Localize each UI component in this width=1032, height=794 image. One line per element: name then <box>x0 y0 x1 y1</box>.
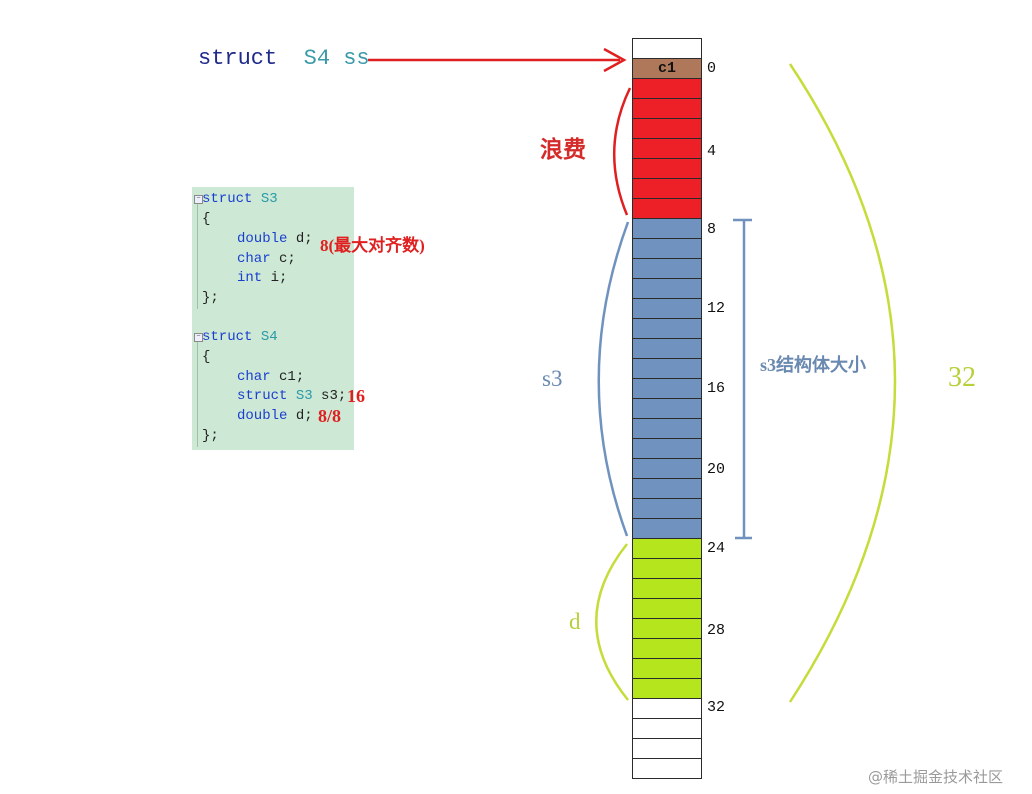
fold-guide <box>197 201 198 309</box>
memory-cell <box>632 219 702 239</box>
memory-cell <box>632 399 702 419</box>
pointer-arrow-head <box>603 47 627 73</box>
code-line: { <box>202 211 211 227</box>
offset-label: 4 <box>707 143 717 160</box>
memory-cell <box>632 659 702 679</box>
s3-brace <box>597 221 630 537</box>
d-align-annotation: 8/8 <box>318 406 342 426</box>
offset-label: 32 <box>707 699 726 716</box>
memory-cell <box>632 639 702 659</box>
code-line: struct S4 <box>202 329 278 345</box>
memory-cell <box>632 679 702 699</box>
memory-cell <box>632 699 702 719</box>
memory-cell <box>632 619 702 639</box>
offset-label: 28 <box>707 622 726 639</box>
memory-cell <box>632 239 702 259</box>
memory-cell <box>632 139 702 159</box>
s3-size-label: s3结构体大小 <box>760 355 867 375</box>
collapse-icon[interactable]: − <box>194 195 203 204</box>
waste-label: 浪费 <box>540 137 586 162</box>
memory-cell-c1: c1 <box>632 59 702 79</box>
offset-label: 12 <box>707 300 726 317</box>
code-line: }; <box>202 428 219 444</box>
memory-cell <box>632 719 702 739</box>
waste-brace <box>613 87 632 216</box>
memory-cell <box>632 739 702 759</box>
offset-label: 0 <box>707 60 717 77</box>
decl-keyword: struct <box>198 46 278 71</box>
memory-cell <box>632 479 702 499</box>
offset-label: 20 <box>707 461 726 478</box>
d-brace <box>595 543 629 701</box>
memory-cell <box>632 279 702 299</box>
struct-declaration: struct S4 ss <box>198 46 370 71</box>
code-line: char c1; <box>237 369 305 385</box>
memory-cell <box>632 79 702 99</box>
offset-label: 8 <box>707 221 717 238</box>
memory-cell <box>632 419 702 439</box>
total-size-label: 32 <box>948 362 976 393</box>
code-line: struct S3 <box>202 191 278 207</box>
memory-cell <box>632 319 702 339</box>
max-align-annotation: 8(最大对齐数) <box>320 236 425 255</box>
memory-cell <box>632 38 702 59</box>
code-snippet: − − struct S3 { double d; char c; int i;… <box>192 187 354 450</box>
code-line: char c; <box>237 251 296 267</box>
decl-var-name: ss <box>343 46 370 71</box>
code-line: }; <box>202 290 219 306</box>
code-line: { <box>202 349 211 365</box>
memory-cell <box>632 759 702 779</box>
code-line: double d; <box>237 231 313 247</box>
s3-size-annotation: 16 <box>347 386 365 406</box>
memory-cell <box>632 559 702 579</box>
fold-guide <box>197 339 198 447</box>
collapse-icon[interactable]: − <box>194 333 203 342</box>
memory-cell <box>632 159 702 179</box>
memory-cell <box>632 579 702 599</box>
offset-label: 16 <box>707 380 726 397</box>
watermark: @稀土掘金技术社区 <box>868 768 1004 786</box>
memory-cell <box>632 299 702 319</box>
offset-label: 24 <box>707 540 726 557</box>
memory-layout: c1 <box>632 38 702 779</box>
memory-cell <box>632 379 702 399</box>
memory-cell <box>632 599 702 619</box>
memory-cell <box>632 459 702 479</box>
memory-cell <box>632 339 702 359</box>
total-brace <box>788 63 897 703</box>
decl-type-name: S4 <box>303 46 331 71</box>
memory-cell <box>632 539 702 559</box>
memory-cell <box>632 519 702 539</box>
s3-label: s3 <box>542 366 563 391</box>
memory-cell <box>632 359 702 379</box>
d-label: d <box>569 609 581 634</box>
memory-cell <box>632 439 702 459</box>
memory-cell <box>632 119 702 139</box>
memory-cell <box>632 199 702 219</box>
memory-cell <box>632 499 702 519</box>
code-line: int i; <box>237 270 288 286</box>
memory-cell <box>632 179 702 199</box>
code-line: double d; <box>237 408 313 424</box>
memory-cell <box>632 99 702 119</box>
code-line: struct S3 s3; <box>237 388 347 404</box>
memory-cell <box>632 259 702 279</box>
